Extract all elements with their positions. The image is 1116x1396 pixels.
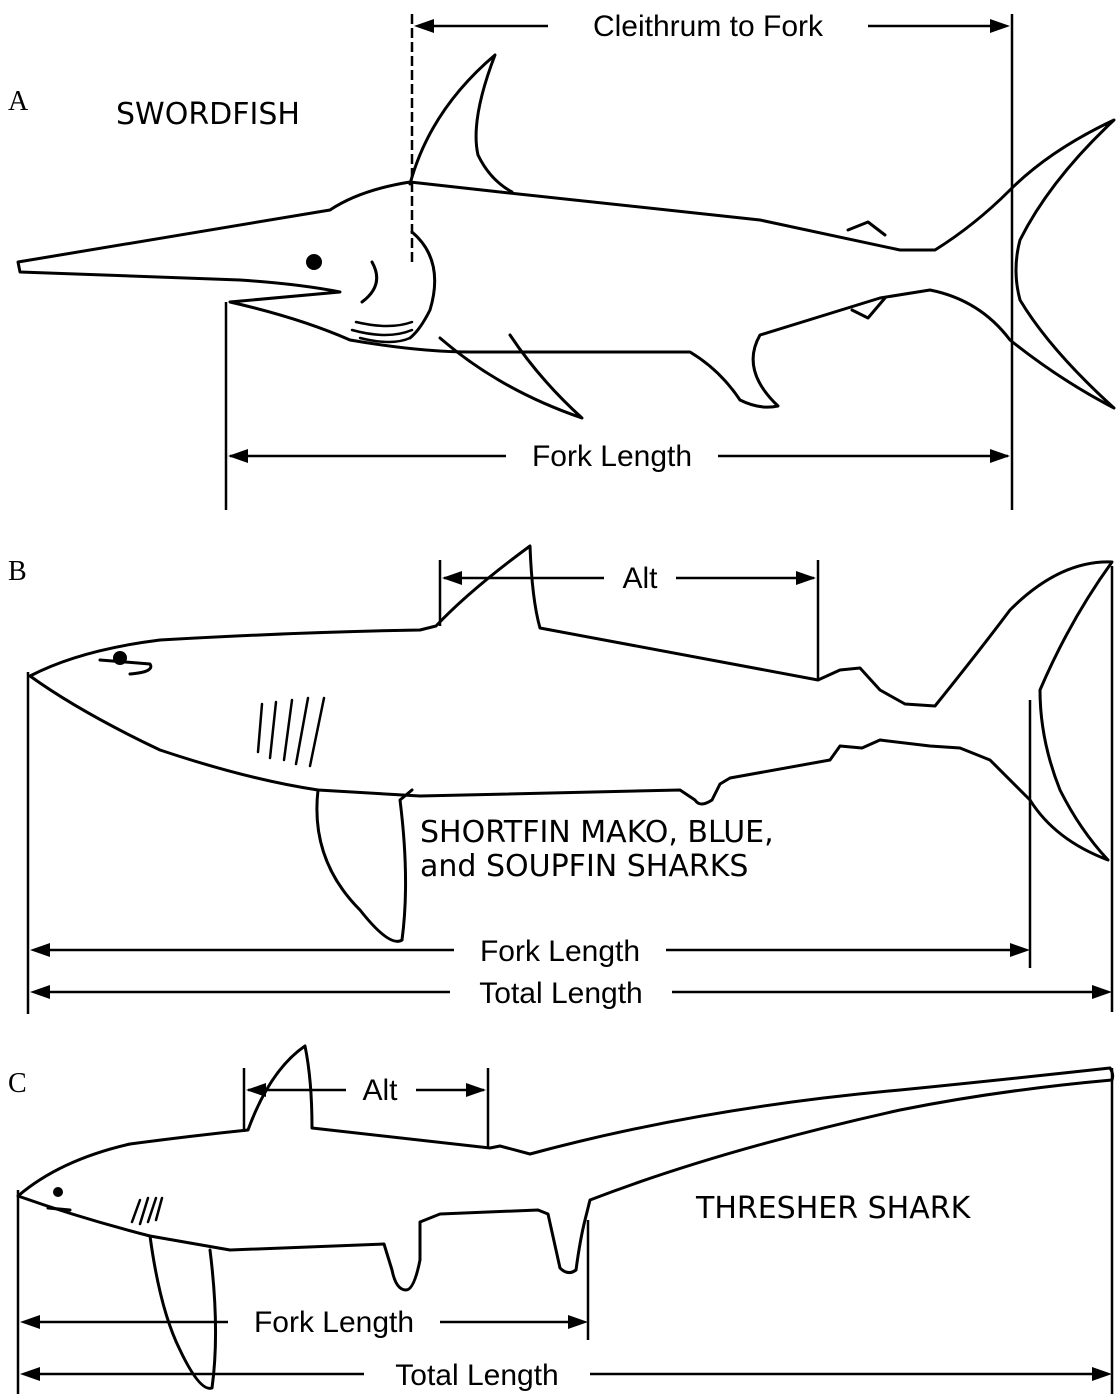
- label-cleithrum-to-fork: Cleithrum to Fork: [593, 10, 824, 43]
- species-label-b-line1: SHORTFIN MAKO, BLUE,: [420, 815, 774, 850]
- panel-c: C THRESHER SHARK Alt Fork Length: [8, 1046, 1113, 1394]
- panel-b: B SHORTFIN MAKO, BLUE, and SOUPFIN SHARK…: [8, 546, 1112, 1014]
- thresher-outline: [18, 1046, 1113, 1290]
- swordfish-throat-marks: [352, 322, 412, 342]
- swordfish-mouth-line: [362, 262, 377, 302]
- panel-letter-a: A: [8, 86, 29, 117]
- label-total-length-c: Total Length: [395, 1359, 558, 1392]
- swordfish-second-dorsal: [848, 222, 885, 235]
- shark-b-outline: [30, 546, 1112, 860]
- panel-letter-b: B: [8, 556, 27, 587]
- swordfish-outline: [18, 120, 1114, 408]
- measure-alt-b: Alt: [440, 560, 818, 680]
- label-fork-length-a: Fork Length: [532, 440, 692, 473]
- swordfish-gill: [410, 232, 435, 338]
- label-total-length-b: Total Length: [479, 977, 642, 1010]
- panel-a: A SWORDFISH Cleithrum to Fork: [8, 6, 1114, 510]
- shark-b-gill-slits: [258, 698, 324, 766]
- swordfish-pectoral-fin: [440, 335, 582, 418]
- measure-alt-c: Alt: [244, 1068, 488, 1148]
- label-alt-b: Alt: [622, 562, 658, 595]
- swordfish-dorsal-fin: [410, 55, 512, 192]
- measure-cleithrum-to-fork: Cleithrum to Fork: [412, 6, 1012, 510]
- shark-b-pectoral-fin: [317, 790, 412, 941]
- species-label-swordfish: SWORDFISH: [116, 97, 300, 132]
- thresher-mouth: [48, 1208, 70, 1210]
- thresher-pectoral-fin: [150, 1236, 216, 1388]
- species-label-thresher: THRESHER SHARK: [695, 1191, 972, 1226]
- species-label-b-line2: and SOUPFIN SHARKS: [420, 849, 748, 884]
- shark-b-eye: [113, 651, 127, 665]
- thresher-gill-slits: [132, 1198, 162, 1224]
- swordfish-eye: [306, 254, 322, 270]
- thresher-eye: [53, 1187, 63, 1197]
- panel-letter-c: C: [8, 1068, 27, 1099]
- label-alt-c: Alt: [362, 1074, 398, 1107]
- measure-fork-length-a: Fork Length: [226, 302, 1010, 510]
- measure-total-length-c: Total Length: [20, 1068, 1112, 1394]
- label-fork-length-b: Fork Length: [480, 935, 640, 968]
- label-fork-length-c: Fork Length: [254, 1306, 414, 1339]
